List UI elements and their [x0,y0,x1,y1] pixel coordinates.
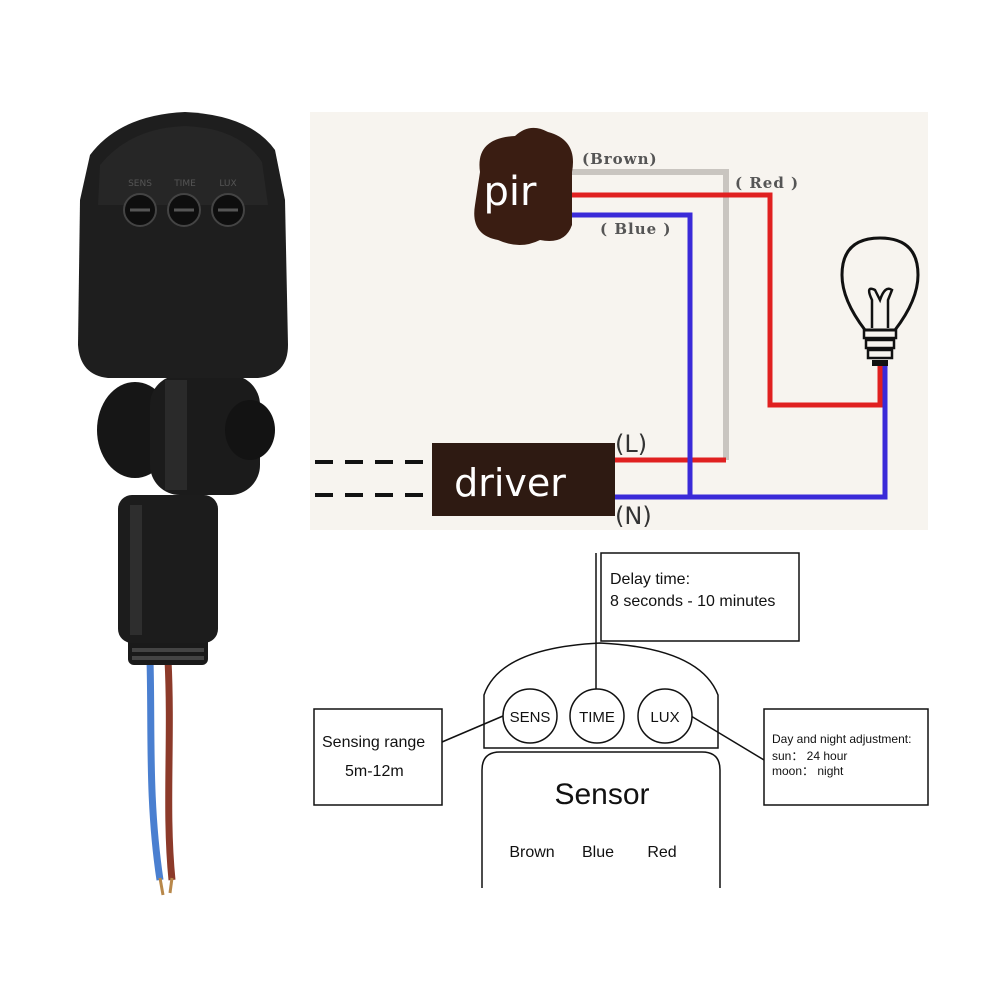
sensing-range-value: 5m-12m [345,763,404,780]
swivel-knob [225,400,275,460]
wire-name-blue: Blue [582,844,614,861]
dial-label-time: TIME [173,179,196,189]
live-terminal-label: (L) [615,430,647,458]
blue-wire [572,212,693,497]
lux-knob [637,688,693,744]
neutral-wire [615,365,888,500]
brown-lead-wire [164,659,176,881]
sens-connector-line [441,715,504,743]
blue-wire-label: ( Blue ) [600,220,671,238]
time-knob [569,688,625,744]
brown-wire [572,169,729,460]
sens-knob-label: SENS [510,709,551,726]
sensor-title: Sensor [554,778,649,811]
copper-tip [168,877,174,894]
pir-sensor-product-photo: SENS TIME LUX [78,112,288,896]
wiring-diagram: pir (Brown) ( Red ) ( Blue ) driver (L) … [310,112,928,530]
day-night-moon: moon： night [772,764,844,778]
driver-box [432,443,615,516]
sensor-cylinder [118,495,218,643]
thread-line [132,648,204,652]
wire-name-red: Red [647,844,676,861]
wire-name-brown: Brown [509,844,554,861]
lux-knob-label: LUX [650,709,679,726]
day-night-title: Day and night adjustment: [772,732,911,746]
sensor-body [481,751,721,888]
delay-time-range: 8 seconds - 10 minutes [610,593,775,610]
cylinder-highlight [130,505,142,635]
dial-label-sens: SENS [128,179,152,189]
thread-line [132,656,204,660]
housing-top [98,126,268,205]
dial-label-lux: LUX [219,179,236,189]
brown-wire-label: (Brown) [582,150,658,168]
sensor-panel-diagram: Delay time: 8 seconds - 10 minutes Sensi… [313,552,929,888]
delay-time-box [600,552,800,642]
red-wire-label: ( Red ) [735,174,799,192]
sens-knob [502,688,558,744]
sensing-range-box [313,708,443,806]
driver-label: driver [454,461,566,505]
pir-label: pir [484,169,538,215]
neutral-terminal-label: (N) [615,502,652,530]
light-bulb-icon [840,236,920,366]
sensing-range-title: Sensing range [322,734,425,751]
lux-connector-line [690,715,765,761]
swivel-highlight [165,380,187,490]
red-wire [572,192,883,408]
day-night-box [763,708,929,806]
copper-tip [158,877,165,896]
pir-body [474,127,573,245]
blue-lead-wire [146,659,164,881]
delay-time-title: Delay time: [610,571,690,588]
time-knob-label: TIME [579,709,615,726]
day-night-sun: sun： 24 hour [772,749,847,763]
